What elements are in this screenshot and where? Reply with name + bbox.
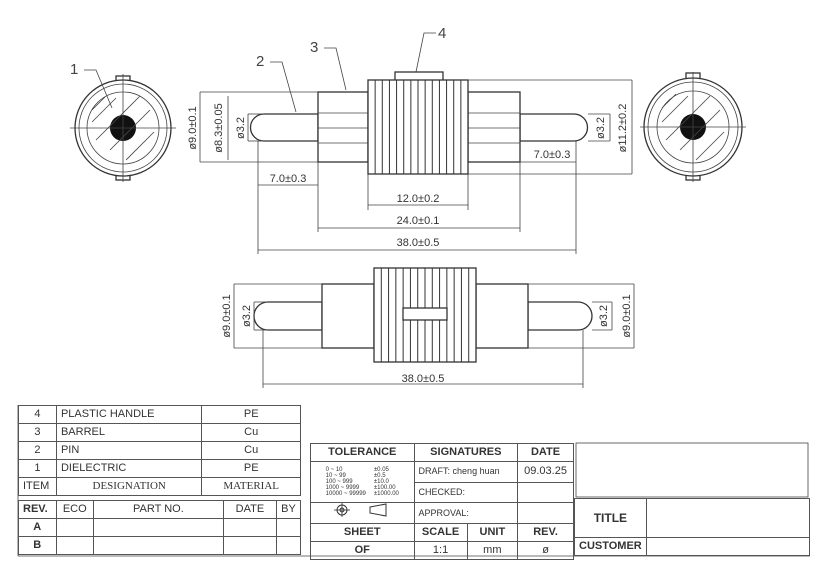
callout-4: 4 [438,25,446,42]
rev-header-date: DATE [222,500,278,519]
dim-body-len: 24.0±0.1 [397,215,440,227]
dim-bottom-pin-right: ø3.2 [598,305,610,327]
callouts: 1 2 3 4 [70,25,446,113]
sheet-of: OF [310,541,415,560]
tol-range: 100 ~ 999 [325,479,353,485]
dim-pin-dia-left: ø3.2 [235,117,247,139]
sheet-label: SHEET [310,523,415,542]
date-value: 09.03.25 [517,461,574,483]
bom-item: 3 [18,423,57,442]
tolerance-title: TOLERANCE [310,443,415,462]
dim-bottom-right-dia: ø9.0±0.1 [621,294,633,337]
top-dimensions: ø9.0±0.1 ø8.3±0.05 ø3.2 ø3.2 ø11.2±0.2 7… [187,79,633,254]
signature-checked: CHECKED: [413,481,519,503]
left-end-view [70,74,176,182]
customer-label: CUSTOMER [574,537,647,556]
rev-header-part-no: PART NO. [93,500,224,519]
tol-range: 1000 ~ 9999 [325,485,360,491]
bom-header-designation: DESIGNATION [55,477,203,496]
unit-label: UNIT [479,526,506,538]
bom-row: 3 BARREL Cu [18,423,301,442]
bom-designation: DIELECTRIC [55,459,203,478]
bom-row: 2 PIN Cu [18,441,301,460]
rev-letter: B [18,536,57,555]
right-end-view [640,72,746,182]
tol-value: ±10.0 [373,479,389,485]
tol-value: ±100.00 [373,485,396,491]
bom-item: 2 [18,441,57,460]
rev-letter: A [18,518,57,537]
revision-row: B [18,536,301,555]
scale-label: SCALE [415,524,468,541]
dim-left-inner-dia: ø8.3±0.05 [213,103,225,152]
bom-item: 1 [18,459,57,478]
bom-material: Cu [201,441,301,460]
revision-row: A [18,518,301,537]
rev-label: REV. [517,523,574,542]
bom-designation: PIN [55,441,203,460]
bom-table: 4 PLASTIC HANDLE PE 3 BARREL Cu 2 PIN Cu… [18,405,301,496]
projection-symbols [310,502,415,524]
revision-table: REV. ECO PART NO. DATE BY A B [18,500,301,555]
dim-bottom-pin-left: ø3.2 [241,305,253,327]
bom-designation: PLASTIC HANDLE [55,405,203,424]
dim-pin-len-right: 7.0±0.3 [534,149,571,161]
dim-total-len: 38.0±0.5 [397,237,440,249]
rev-header-rev: REV. [18,500,57,519]
rev-header-by: BY [276,500,301,519]
tol-range: 10 ~ 99 [325,473,346,479]
dim-right-outer-dia: ø11.2±0.2 [617,104,629,153]
unit-value: mm [483,544,502,556]
date-title: DATE [517,443,574,462]
callout-1: 1 [70,61,78,78]
bom-header: ITEM DESIGNATION MATERIAL [18,477,301,496]
dim-pin-dia-right: ø3.2 [595,117,607,139]
title-label: TITLE [574,498,647,538]
bom-item: 4 [18,405,57,424]
tolerance-table: TOLERANCE SIGNATURES DATE 0 ~ 10 10 ~ 99… [310,443,574,560]
dim-bottom-left-dia: ø9.0±0.1 [221,294,233,337]
callout-3: 3 [310,39,318,56]
dim-bottom-total-len: 38.0±0.5 [402,373,445,385]
dim-pin-len-left: 7.0±0.3 [270,173,307,185]
tol-range: 0 ~ 10 [325,467,343,473]
bom-material: Cu [201,423,301,442]
bom-header-item: ITEM [18,477,57,496]
bom-material: PE [201,459,301,478]
revision-header: REV. ECO PART NO. DATE BY [18,500,301,519]
tol-value: ±1000.00 [373,491,399,497]
signature-draft: DRAFT: cheng huan [413,461,519,483]
side-view-bottom [253,267,593,363]
dim-left-outer-dia: ø9.0±0.1 [187,106,199,149]
signatures-title: SIGNATURES [413,443,519,462]
bom-header-material: MATERIAL [201,477,301,496]
bom-material: PE [201,405,301,424]
bottom-dimensions: ø9.0±0.1 ø3.2 ø3.2 ø9.0±0.1 38.0±0.5 [221,283,635,388]
tol-value: ±0.05 [373,467,389,473]
tolerance-ranges: 0 ~ 10 10 ~ 99 100 ~ 999 1000 ~ 9999 100… [310,461,415,503]
title-table: TITLE CUSTOMER [574,498,811,556]
callout-2: 2 [256,53,264,70]
tol-range: 10000 ~ 99999 [325,491,366,497]
rev-header-eco: ECO [55,500,95,519]
bom-designation: BARREL [55,423,203,442]
bom-row: 4 PLASTIC HANDLE PE [18,405,301,424]
bom-row: 1 DIELECTRIC PE [18,459,301,478]
tol-value: ±0.5 [373,473,386,479]
dim-handle-len: 12.0±0.2 [397,193,440,205]
signature-approval: APPROVAL: [413,502,519,524]
projection-icon [334,503,387,517]
rev-value: ø [517,541,574,560]
scale-value: 1:1 [415,542,468,559]
side-view-top [249,71,589,175]
